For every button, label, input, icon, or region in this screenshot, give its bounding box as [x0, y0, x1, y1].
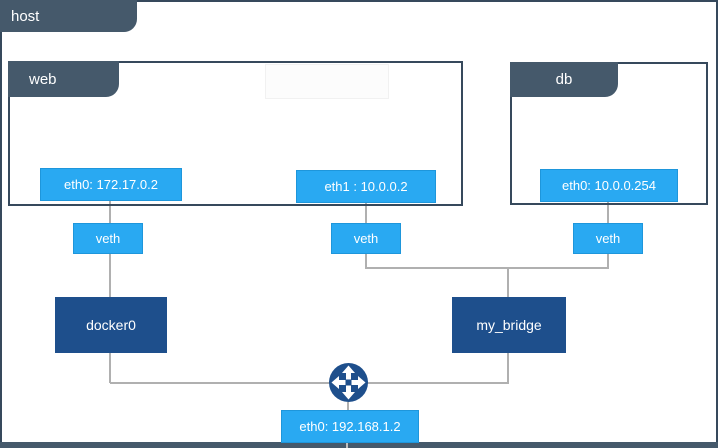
connector-web-eth0-to-veth: [109, 201, 111, 223]
empty-placeholder-rect: [265, 64, 389, 99]
connector-docker0-down: [109, 353, 111, 383]
web-eth0-interface: eth0: 172.17.0.2: [40, 168, 182, 201]
connector-veth-to-docker0: [109, 254, 111, 297]
connector-db-eth0-to-veth: [607, 202, 609, 223]
veth-db: veth: [573, 223, 643, 254]
veth-web-eth1: veth: [331, 223, 401, 254]
connector-router-to-hosteth0: [347, 402, 349, 410]
db-eth0-interface: eth0: 10.0.0.254: [540, 169, 678, 202]
web-container-box: [8, 61, 463, 206]
connector-veth-mid-down: [365, 254, 367, 268]
docker0-bridge: docker0: [55, 297, 167, 353]
connector-veths-horizontal: [365, 267, 609, 269]
router-cross-arrows-icon: [328, 362, 369, 403]
connector-web-eth1-to-veth: [365, 203, 367, 223]
connector-hosteth0-notch: [346, 442, 348, 448]
host-frame-bottom-bar: [0, 442, 718, 448]
connector-bridges-horizontal: [110, 382, 509, 384]
web-eth1-interface: eth1 : 10.0.0.2: [296, 170, 436, 203]
veth-web-eth0: veth: [73, 223, 143, 254]
host-tab-label: host: [0, 0, 137, 32]
connector-junction-to-mybridge: [507, 267, 509, 297]
web-tab-label: web: [8, 61, 119, 97]
connector-mybridge-down: [507, 353, 509, 383]
db-tab-label: db: [510, 62, 618, 97]
connector-veth-db-down: [607, 254, 609, 268]
host-eth0-interface: eth0: 192.168.1.2: [281, 410, 419, 443]
my-bridge: my_bridge: [452, 297, 566, 353]
